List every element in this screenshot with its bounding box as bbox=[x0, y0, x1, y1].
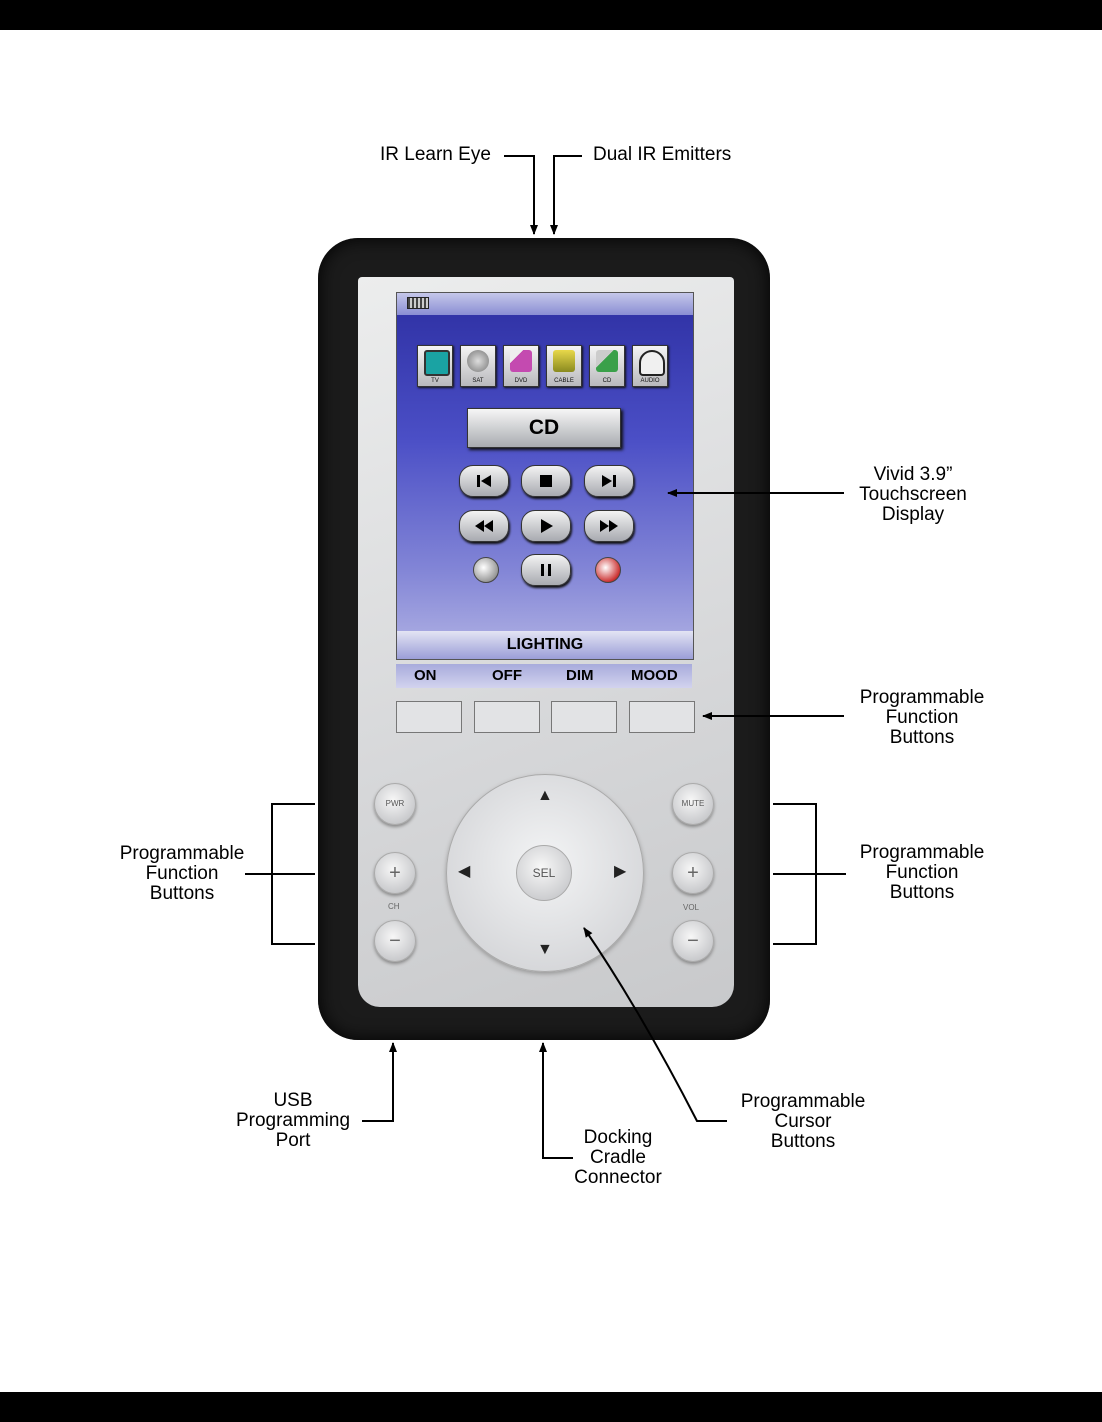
function-button-4[interactable] bbox=[629, 701, 695, 733]
channel-down-button[interactable]: − bbox=[374, 920, 416, 962]
volume-down-button[interactable]: − bbox=[672, 920, 714, 962]
source-label: DVD bbox=[514, 378, 528, 384]
cable-box-icon bbox=[553, 350, 575, 372]
skip-forward-icon bbox=[602, 475, 616, 487]
source-button-audio[interactable]: AUDIO bbox=[632, 345, 668, 387]
satellite-dish-icon bbox=[467, 350, 489, 372]
cursor-down-icon[interactable]: ▼ bbox=[537, 941, 553, 958]
battery-icon bbox=[407, 297, 429, 309]
rewind-icon bbox=[475, 520, 493, 532]
lighting-off-label: OFF bbox=[492, 667, 522, 684]
function-button-2[interactable] bbox=[474, 701, 540, 733]
lighting-on-label: ON bbox=[414, 667, 437, 684]
channel-label: CH bbox=[388, 902, 400, 911]
source-label: TV bbox=[431, 378, 439, 384]
mute-speaker-icon[interactable] bbox=[595, 557, 621, 583]
rewind-button[interactable] bbox=[459, 510, 509, 542]
current-source-button[interactable]: CD bbox=[467, 408, 621, 448]
pause-button[interactable] bbox=[521, 554, 571, 586]
play-icon bbox=[541, 519, 553, 533]
tv-icon bbox=[424, 350, 450, 376]
skip-forward-button[interactable] bbox=[584, 465, 634, 497]
lighting-dim-label: DIM bbox=[566, 667, 594, 684]
source-label: AUDIO bbox=[640, 378, 660, 384]
source-button-cable[interactable]: CABLE bbox=[546, 345, 582, 387]
screen-status-bar bbox=[397, 293, 693, 315]
stop-icon bbox=[540, 475, 552, 487]
power-button[interactable]: PWR bbox=[374, 783, 416, 825]
dual-ir-emitters-label: Dual IR Emitters bbox=[593, 144, 732, 165]
cursor-up-icon[interactable]: ▲ bbox=[537, 787, 553, 804]
function-button-1[interactable] bbox=[396, 701, 462, 733]
lighting-label-strip: ON OFF DIM MOOD bbox=[396, 664, 692, 688]
headphones-icon bbox=[639, 350, 665, 376]
cursor-right-icon[interactable]: ▶ bbox=[614, 863, 627, 880]
source-button-dvd[interactable]: DVD bbox=[503, 345, 539, 387]
cd-icon bbox=[596, 350, 618, 372]
volume-up-button[interactable]: + bbox=[672, 852, 714, 894]
fast-forward-icon bbox=[600, 520, 618, 532]
lighting-mood-label: MOOD bbox=[631, 667, 678, 684]
source-label: CD bbox=[602, 378, 612, 384]
source-button-sat[interactable]: SAT bbox=[460, 345, 496, 387]
pause-icon bbox=[541, 564, 551, 576]
channel-up-button[interactable]: + bbox=[374, 852, 416, 894]
select-button[interactable]: SEL bbox=[516, 845, 572, 901]
lighting-title: LIGHTING bbox=[397, 631, 693, 659]
mute-button[interactable]: MUTE bbox=[672, 783, 714, 825]
source-button-cd[interactable]: CD bbox=[589, 345, 625, 387]
cursor-left-icon[interactable]: ◀ bbox=[458, 863, 471, 880]
function-button-3[interactable] bbox=[551, 701, 617, 733]
touchscreen-display[interactable]: TV SAT DVD CABLE CD AUDIO CD bbox=[396, 292, 694, 660]
skip-back-button[interactable] bbox=[459, 465, 509, 497]
source-label: SAT bbox=[472, 378, 484, 384]
fast-forward-button[interactable] bbox=[584, 510, 634, 542]
play-button[interactable] bbox=[521, 510, 571, 542]
volume-label: VOL bbox=[683, 903, 700, 912]
ir-learn-eye-label: IR Learn Eye bbox=[380, 144, 491, 165]
source-button-tv[interactable]: TV bbox=[417, 345, 453, 387]
volume-speaker-icon[interactable] bbox=[473, 557, 499, 583]
dvd-icon bbox=[510, 350, 532, 372]
stop-button[interactable] bbox=[521, 465, 571, 497]
top-black-bar bbox=[0, 0, 1102, 30]
bottom-black-bar bbox=[0, 1392, 1102, 1422]
source-label: CABLE bbox=[554, 378, 574, 384]
skip-back-icon bbox=[477, 475, 491, 487]
